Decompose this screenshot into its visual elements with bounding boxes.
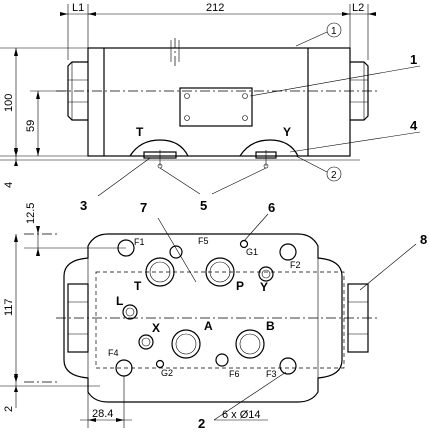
point-g1: G1 [246,247,258,257]
nameplate [179,87,253,127]
side-view: L1 212 L2 T Y [0,2,421,213]
callout-6: 6 [268,200,275,215]
point-f4: F4 [108,348,119,358]
point-f6: F6 [229,369,240,379]
point-f5: F5 [198,236,209,246]
callout-5: 5 [200,198,207,213]
port-label-y: Y [260,280,268,294]
dim-28-4: 28.4 [92,408,113,420]
port-label-x: X [152,321,160,335]
point-f2: F2 [290,260,301,270]
dim-2: 2 [3,406,15,412]
valve-body-side [87,47,351,157]
dim-l2: L2 [352,2,364,14]
callout-8: 8 [420,232,427,247]
dim-117: 117 [3,298,15,316]
port-label-t: T [134,279,142,293]
dim-holes: 6 x Ø14 [222,409,261,421]
valve-body-top [63,233,343,403]
callout-circle-2: 2 [331,170,337,181]
dim-height-100: 100 [3,94,15,112]
callout-2: 2 [198,416,205,431]
dim-12-5: 12.5 [25,203,37,224]
point-g2: G2 [161,368,173,378]
port-label-y-side: Y [283,125,291,139]
callout-7: 7 [140,200,147,215]
port-label-l: L [116,294,123,308]
callout-circle-1: 1 [331,26,337,37]
callout-3: 3 [80,198,87,213]
top-view: T P Y L X A B F1 F2 F3 F4 F5 F6 G1 G2 6 … [0,200,427,431]
dim-width-212: 212 [206,2,224,14]
point-f3: F3 [266,369,277,379]
dim-l1: L1 [72,2,84,14]
dim-height-59: 59 [25,120,37,132]
dim-height-4: 4 [3,182,15,188]
port-label-a: A [204,319,213,333]
port-label-b: B [266,319,275,333]
callout-4: 4 [410,118,418,133]
port-label-p: P [236,279,244,293]
port-label-t-side: T [136,125,144,139]
callout-1: 1 [410,52,417,67]
point-f1: F1 [134,237,145,247]
